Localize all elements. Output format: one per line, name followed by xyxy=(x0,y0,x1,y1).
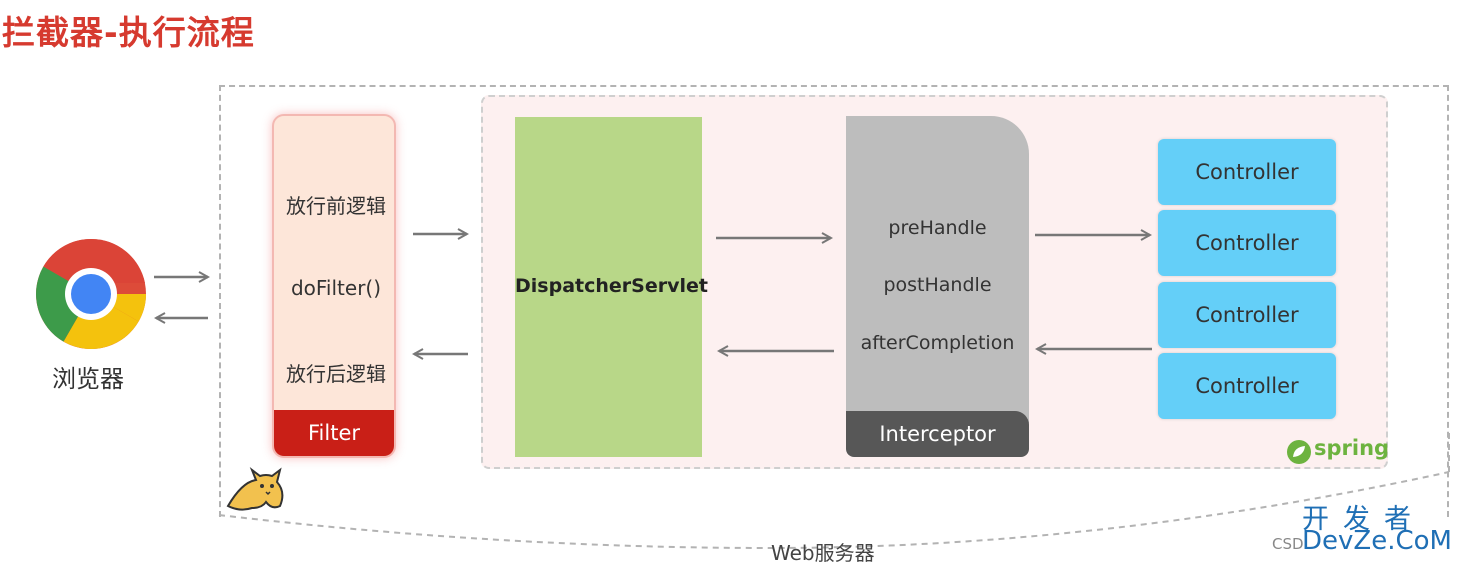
controller-box-4: Controller xyxy=(1158,353,1336,419)
filter-component: 放行前逻辑 doFilter() 放行后逻辑 Filter xyxy=(272,114,396,458)
dispatcher-servlet-label: DispatcherServlet xyxy=(515,275,708,297)
watermark-bottom: DevZe.CoM xyxy=(1302,526,1452,556)
interceptor-label: Interceptor xyxy=(846,411,1029,457)
web-server-boundary xyxy=(219,85,1449,517)
interceptor-posthandle: postHandle xyxy=(883,274,992,296)
filter-label: Filter xyxy=(274,410,394,456)
web-server-label: Web服务器 xyxy=(771,541,875,565)
watermark-top: 开发者 xyxy=(1302,504,1425,535)
browser-label: 浏览器 xyxy=(52,365,124,393)
spring-leaf-icon xyxy=(1287,440,1311,464)
interceptor-component: preHandle postHandle afterCompletion Int… xyxy=(846,116,1029,457)
watermark-small: CSD xyxy=(1272,535,1304,553)
dispatcher-servlet-component: DispatcherServlet xyxy=(515,117,708,457)
interceptor-prehandle: preHandle xyxy=(888,217,987,239)
controller-box-3: Controller xyxy=(1158,282,1336,348)
filter-after-logic: 放行后逻辑 xyxy=(286,362,386,386)
tomcat-icon xyxy=(226,467,284,511)
controller-box-1: Controller xyxy=(1158,139,1336,205)
page-title: 拦截器-执行流程 xyxy=(2,13,255,52)
chrome-browser-icon xyxy=(36,238,146,349)
controller-box-2: Controller xyxy=(1158,210,1336,276)
spring-label: spring xyxy=(1314,436,1390,460)
interceptor-aftercompletion: afterCompletion xyxy=(860,332,1015,354)
filter-dofilter-call: doFilter() xyxy=(290,276,382,300)
filter-before-logic: 放行前逻辑 xyxy=(286,194,386,218)
